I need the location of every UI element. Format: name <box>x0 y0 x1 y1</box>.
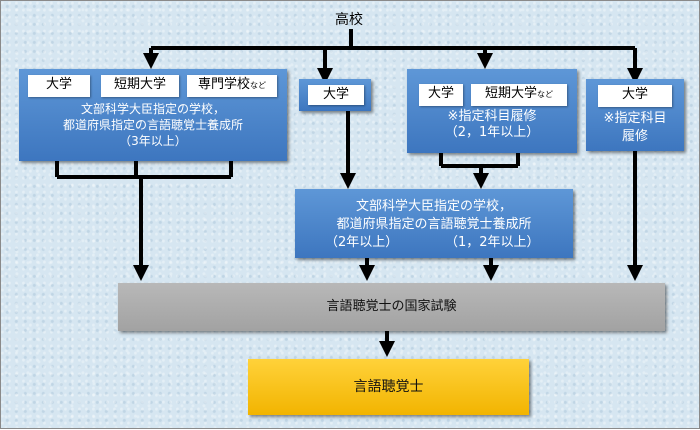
vocational-school-label: 専門学校など <box>187 75 277 97</box>
junior-college-label: 短期大学など <box>471 84 567 106</box>
box4-line1: ※指定科目 <box>603 111 667 126</box>
junior-suffix: など <box>537 90 553 99</box>
box4-line2: 履修 <box>621 129 648 144</box>
training-institute-box: 文部科学大臣指定の学校， 都道府県指定の言語聴覚士養成所 （2年以上） （1，2… <box>295 189 573 258</box>
course-credit-box: ※指定科目履修 （2，1年以上） <box>407 69 577 153</box>
box1-line1: 文部科学大臣指定の学校， <box>80 102 225 116</box>
box5-line2: 都道府県指定の言語聴覚士養成所 <box>336 217 532 232</box>
box5-right-duration: （1，2年以上） <box>445 235 540 250</box>
high-school-label: 高校 <box>335 12 363 28</box>
junior-college-text: 短期大学 <box>484 86 537 101</box>
vocational-school-text: 専門学校 <box>197 77 250 92</box>
vocational-suffix: など <box>250 81 266 90</box>
university-label: 大学 <box>308 85 364 105</box>
box1-line2: 都道府県指定の言語聴覚士養成所 <box>62 118 243 132</box>
box1-line3: （3年以上） <box>119 134 187 148</box>
box5-left-duration: （2年以上） <box>325 235 399 250</box>
university-label: 大学 <box>28 75 90 97</box>
box3-line1: ※指定科目履修 <box>447 109 537 124</box>
box3-line2: （2，1年以上） <box>444 125 540 140</box>
university-label: 大学 <box>419 84 463 106</box>
junior-college-label: 短期大学 <box>101 75 179 97</box>
national-exam-box: 言語聴覚士の国家試験 <box>118 283 665 331</box>
speech-therapist-box: 言語聴覚士 <box>248 359 529 415</box>
box5-line1: 文部科学大臣指定の学校， <box>355 199 512 214</box>
university-label: 大学 <box>598 85 672 107</box>
